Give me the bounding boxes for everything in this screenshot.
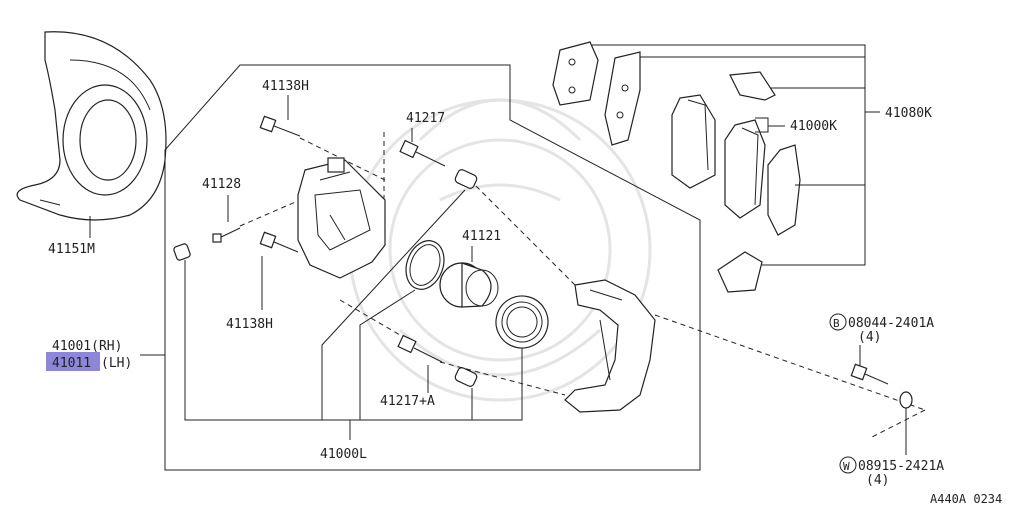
pin-upper-part-number[interactable]: 41217 bbox=[406, 111, 445, 126]
bolt-upper-part[interactable] bbox=[259, 115, 301, 137]
diagram-code: A440A 0234 bbox=[930, 492, 1002, 506]
pin-lower-part-number[interactable]: 41217+A bbox=[380, 394, 435, 409]
bolt-b-marker: B bbox=[829, 313, 847, 331]
seal-kit-leaders bbox=[184, 189, 523, 440]
caliper-lh-side: (LH) bbox=[101, 356, 132, 371]
pad-kit-part-number[interactable]: 41080K bbox=[885, 106, 932, 121]
bolt-part-number[interactable]: 08044-2401A bbox=[848, 316, 934, 331]
washer-part-number[interactable]: 08915-2421A bbox=[858, 459, 944, 474]
piston-seal-part[interactable] bbox=[400, 235, 451, 294]
shim-outer-part[interactable] bbox=[552, 41, 599, 106]
caliper-lh-part-number[interactable]: 41011 bbox=[52, 356, 91, 371]
bolt-quantity: (4) bbox=[858, 330, 881, 345]
piston-part-number[interactable]: 41121 bbox=[462, 229, 501, 244]
pin-boot-lower-part[interactable] bbox=[454, 366, 478, 387]
svg-text:W: W bbox=[843, 460, 850, 473]
washer-w-marker: W bbox=[839, 456, 857, 474]
pad-kit-leaders bbox=[592, 44, 880, 266]
bleeder-part-number[interactable]: 41128 bbox=[202, 177, 241, 192]
caliper-lh-highlight bbox=[46, 352, 100, 371]
pad-clip-upper-part[interactable] bbox=[729, 71, 776, 101]
bolt-upper-part-number[interactable]: 41138H bbox=[262, 79, 309, 94]
svg-text:B: B bbox=[833, 317, 840, 330]
caliper-rh-part-number[interactable]: 41001(RH) bbox=[52, 339, 122, 354]
watermark-emblem bbox=[348, 98, 652, 402]
shield-part-number[interactable]: 41151M bbox=[48, 242, 95, 257]
pad-inner-part[interactable] bbox=[724, 119, 766, 219]
pin-upper-part[interactable] bbox=[399, 139, 446, 167]
mounting-bolt-part[interactable] bbox=[850, 363, 889, 385]
shim-rear-part[interactable] bbox=[767, 144, 801, 236]
washer-quantity: (4) bbox=[866, 473, 889, 488]
bolt-lower-part[interactable] bbox=[259, 231, 299, 253]
bolt-lower-part-number[interactable]: 41138H bbox=[226, 317, 273, 332]
bleeder-cap-part[interactable] bbox=[173, 243, 191, 261]
pin-lower-part[interactable] bbox=[397, 334, 443, 363]
dust-boot-part[interactable] bbox=[490, 290, 554, 354]
pad-outer-part[interactable] bbox=[671, 94, 716, 189]
piston-part[interactable] bbox=[439, 262, 499, 308]
pin-boot-upper-part[interactable] bbox=[454, 168, 478, 189]
seal-kit-part-number[interactable]: 41000L bbox=[320, 447, 367, 462]
caliper-body-part[interactable] bbox=[297, 157, 386, 279]
shim-inner-part[interactable] bbox=[604, 51, 641, 146]
brake-shield-part[interactable] bbox=[16, 31, 167, 221]
pad-clip-lower-part[interactable] bbox=[717, 251, 763, 293]
caliper-assembly-outline bbox=[164, 64, 701, 471]
washer-part[interactable] bbox=[899, 391, 913, 409]
bleeder-part[interactable] bbox=[212, 227, 241, 243]
caliper-bracket-part[interactable] bbox=[564, 279, 656, 413]
pad-part-number[interactable]: 41000K bbox=[790, 119, 837, 134]
